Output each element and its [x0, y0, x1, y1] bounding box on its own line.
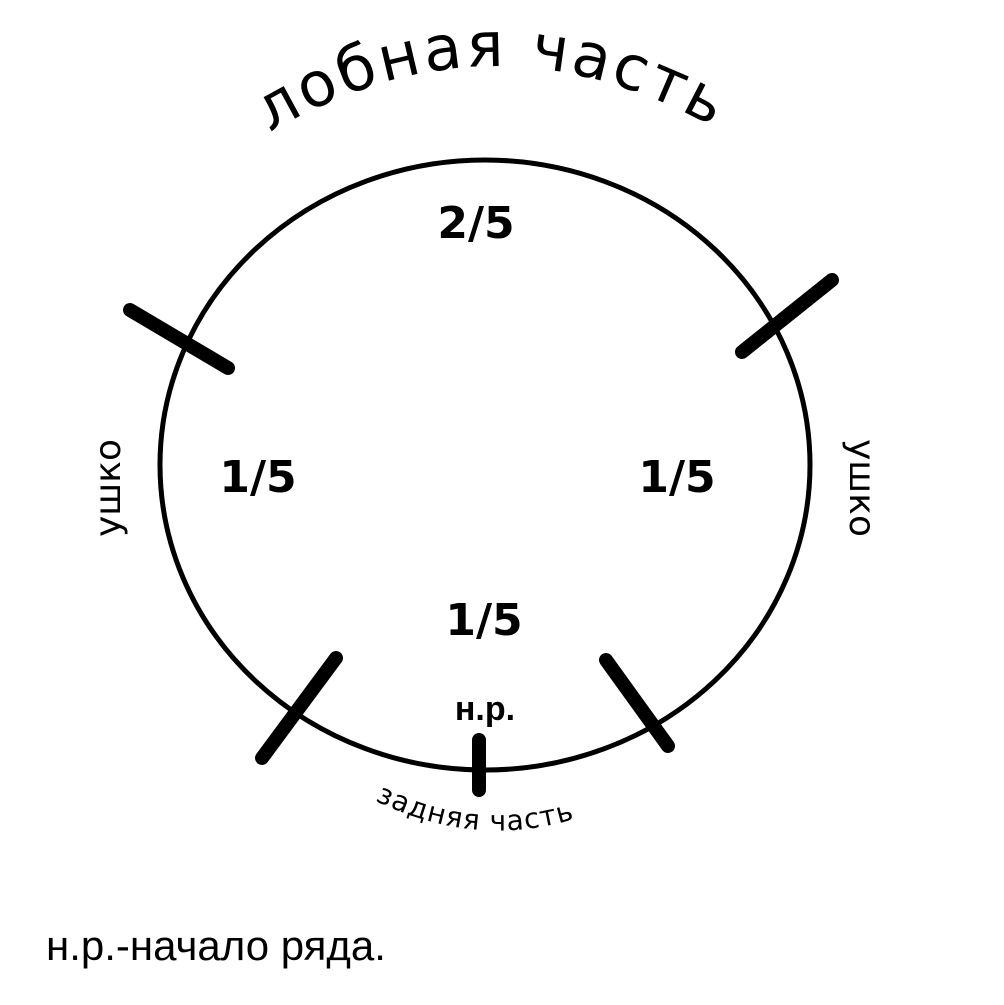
- division-mark-top-left: [123, 303, 235, 375]
- ear-label-left: ушко: [88, 439, 129, 537]
- division-mark-bottom-left: [255, 651, 343, 765]
- ear-label-right: ушко: [841, 439, 882, 537]
- fraction-top: 2/5: [437, 198, 514, 249]
- division-mark-bottom-right: [599, 653, 675, 753]
- row-start-marker: н.р.: [455, 690, 515, 728]
- legend-note: н.р.-начало ряда.: [46, 922, 386, 969]
- front-part-label: лобная часть: [242, 8, 742, 146]
- front-part-label-text: лобная часть: [242, 8, 739, 146]
- division-mark-top-right: [735, 273, 839, 359]
- fraction-left: 1/5: [219, 452, 296, 503]
- fraction-right: 1/5: [638, 452, 715, 503]
- fraction-bottom: 1/5: [445, 595, 522, 646]
